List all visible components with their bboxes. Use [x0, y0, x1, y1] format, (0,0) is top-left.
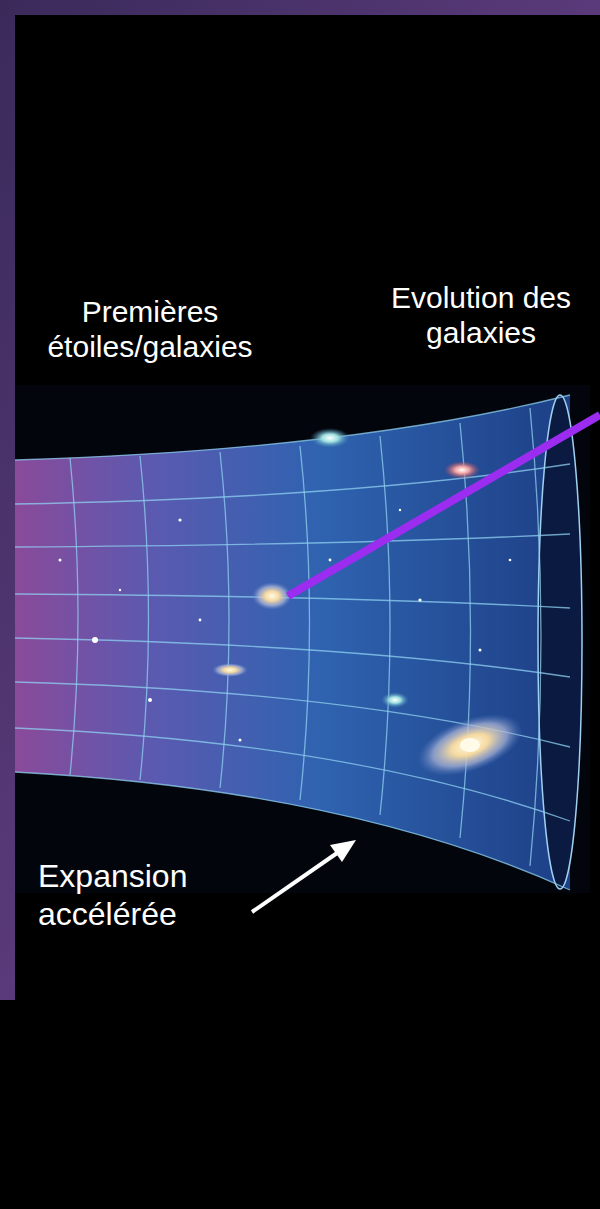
era-label: Evolution des galaxies	[370, 280, 592, 351]
pointer-arrow	[252, 840, 356, 912]
pointer-line	[288, 415, 600, 596]
expansion-label: Expansion accélérée	[38, 858, 243, 934]
era-label: Premières étoiles/galaxies	[15, 294, 285, 365]
